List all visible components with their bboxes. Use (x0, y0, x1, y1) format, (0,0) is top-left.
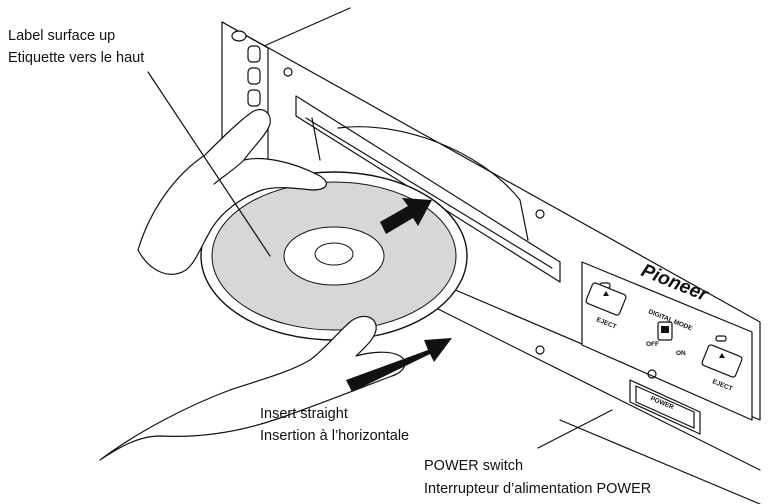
disc-center-hole (314, 242, 354, 266)
eject-led-right (715, 335, 727, 342)
power-en: POWER switch (424, 458, 523, 474)
lower-hand (99, 315, 406, 461)
inserted-disc-edge (337, 126, 529, 241)
label-surface-en: Label surface up (8, 28, 115, 44)
insert-en: Insert straight (260, 406, 348, 422)
rack-slot-2 (247, 67, 261, 85)
slot-side (311, 117, 321, 161)
switch-knob (661, 326, 669, 333)
callout-label-surface: Label surface up Etiquette vers le haut (8, 28, 144, 66)
eject-button-left[interactable] (585, 282, 627, 316)
lower-arrow-icon (346, 338, 452, 392)
label-surface-fr: Etiquette vers le haut (8, 50, 144, 66)
insert-fr: Insertion à l’horizontale (260, 428, 409, 444)
power-button-inner (635, 385, 695, 429)
power-button[interactable] (629, 379, 701, 435)
control-panel: Pioneer EJECT DIGITAL MODE OFF ON EJECT … (581, 260, 753, 435)
rack-slot-1 (247, 45, 261, 63)
callout-power: POWER switch Interrupteur d’alimentation… (424, 458, 651, 497)
hands (99, 109, 406, 461)
switch-off-label: OFF (646, 341, 659, 348)
eject-button-right[interactable] (701, 344, 743, 378)
eject-icon-left (603, 291, 609, 296)
screw-3 (535, 345, 545, 355)
label-surface-leader (147, 71, 271, 257)
front-lower-edge (559, 419, 761, 504)
power-fr: Interrupteur d’alimentation POWER (424, 481, 651, 497)
bottom-edge (419, 299, 761, 471)
slot-opening (305, 117, 553, 269)
power-switch-leader (537, 409, 613, 449)
upper-hand (137, 109, 328, 275)
screw-2 (535, 209, 545, 219)
upper-arrow-icon (380, 198, 432, 234)
callout-insert: Insert straight Insertion à l’horizontal… (260, 406, 409, 444)
eject-icon-right (719, 353, 725, 358)
rack-hole (231, 30, 247, 42)
top-cover-edge (254, 7, 351, 51)
disc-slot (295, 95, 561, 283)
slot-bezel (295, 95, 561, 283)
screw-1 (283, 67, 293, 77)
insertion-arrows (346, 198, 452, 392)
switch-on-label: ON (676, 350, 686, 357)
power-led (647, 369, 657, 379)
rack-slot-3 (247, 89, 261, 107)
upper-hand-finger-line (213, 159, 245, 185)
